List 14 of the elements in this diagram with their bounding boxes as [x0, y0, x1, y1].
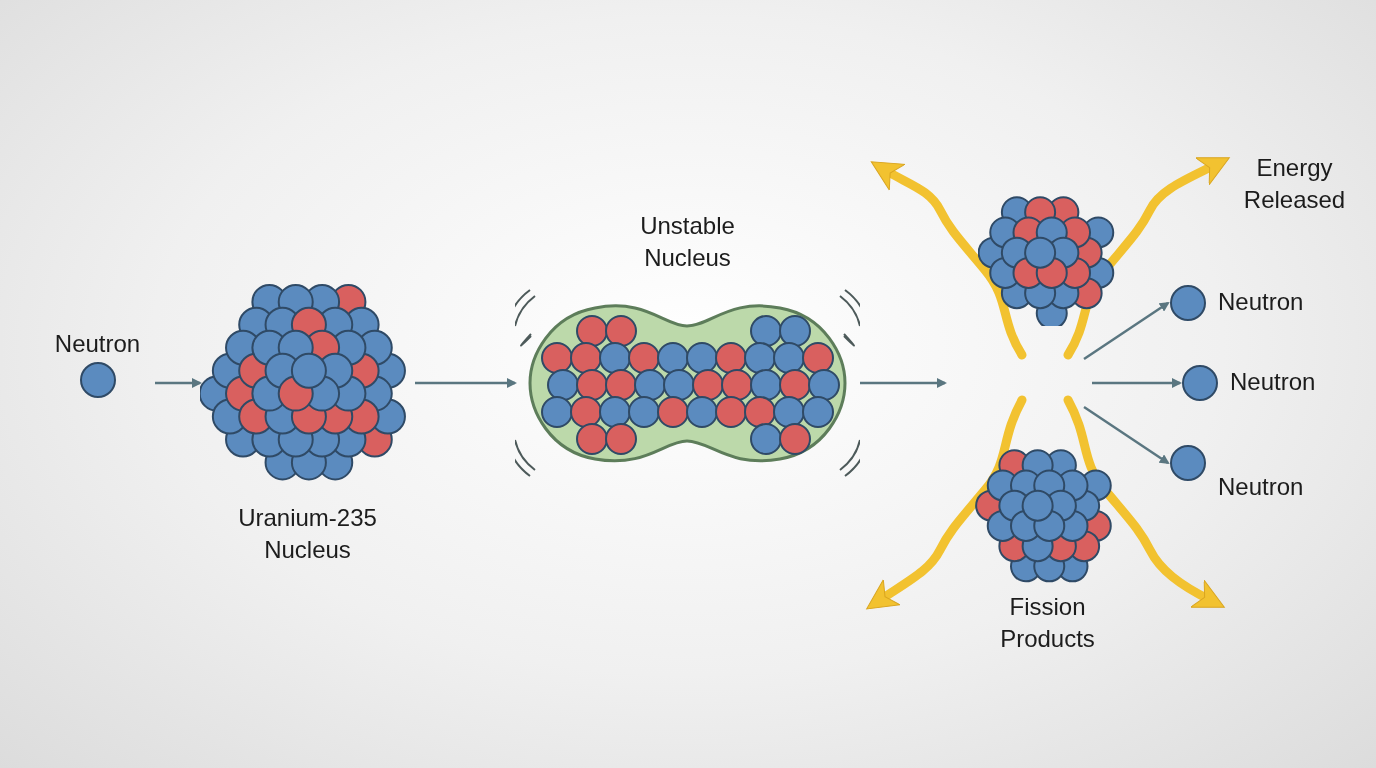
node-label: Fission Products: [999, 592, 1096, 654]
arrow: [860, 378, 947, 388]
node-label: Neutron: [53, 329, 142, 359]
node-label: Unstable Nucleus: [639, 211, 736, 273]
node-label: Neutron: [1218, 472, 1304, 502]
energy-label: Energy Released: [1242, 153, 1347, 215]
node-label: Neutron: [1230, 367, 1316, 397]
arrow: [1083, 405, 1170, 465]
arrow: [1092, 378, 1182, 388]
node-label: Uranium-235 Nucleus: [237, 503, 378, 565]
arrow: [155, 378, 202, 388]
arrow: [415, 378, 517, 388]
arrow: [1083, 301, 1170, 361]
node-label: Neutron: [1218, 287, 1304, 317]
